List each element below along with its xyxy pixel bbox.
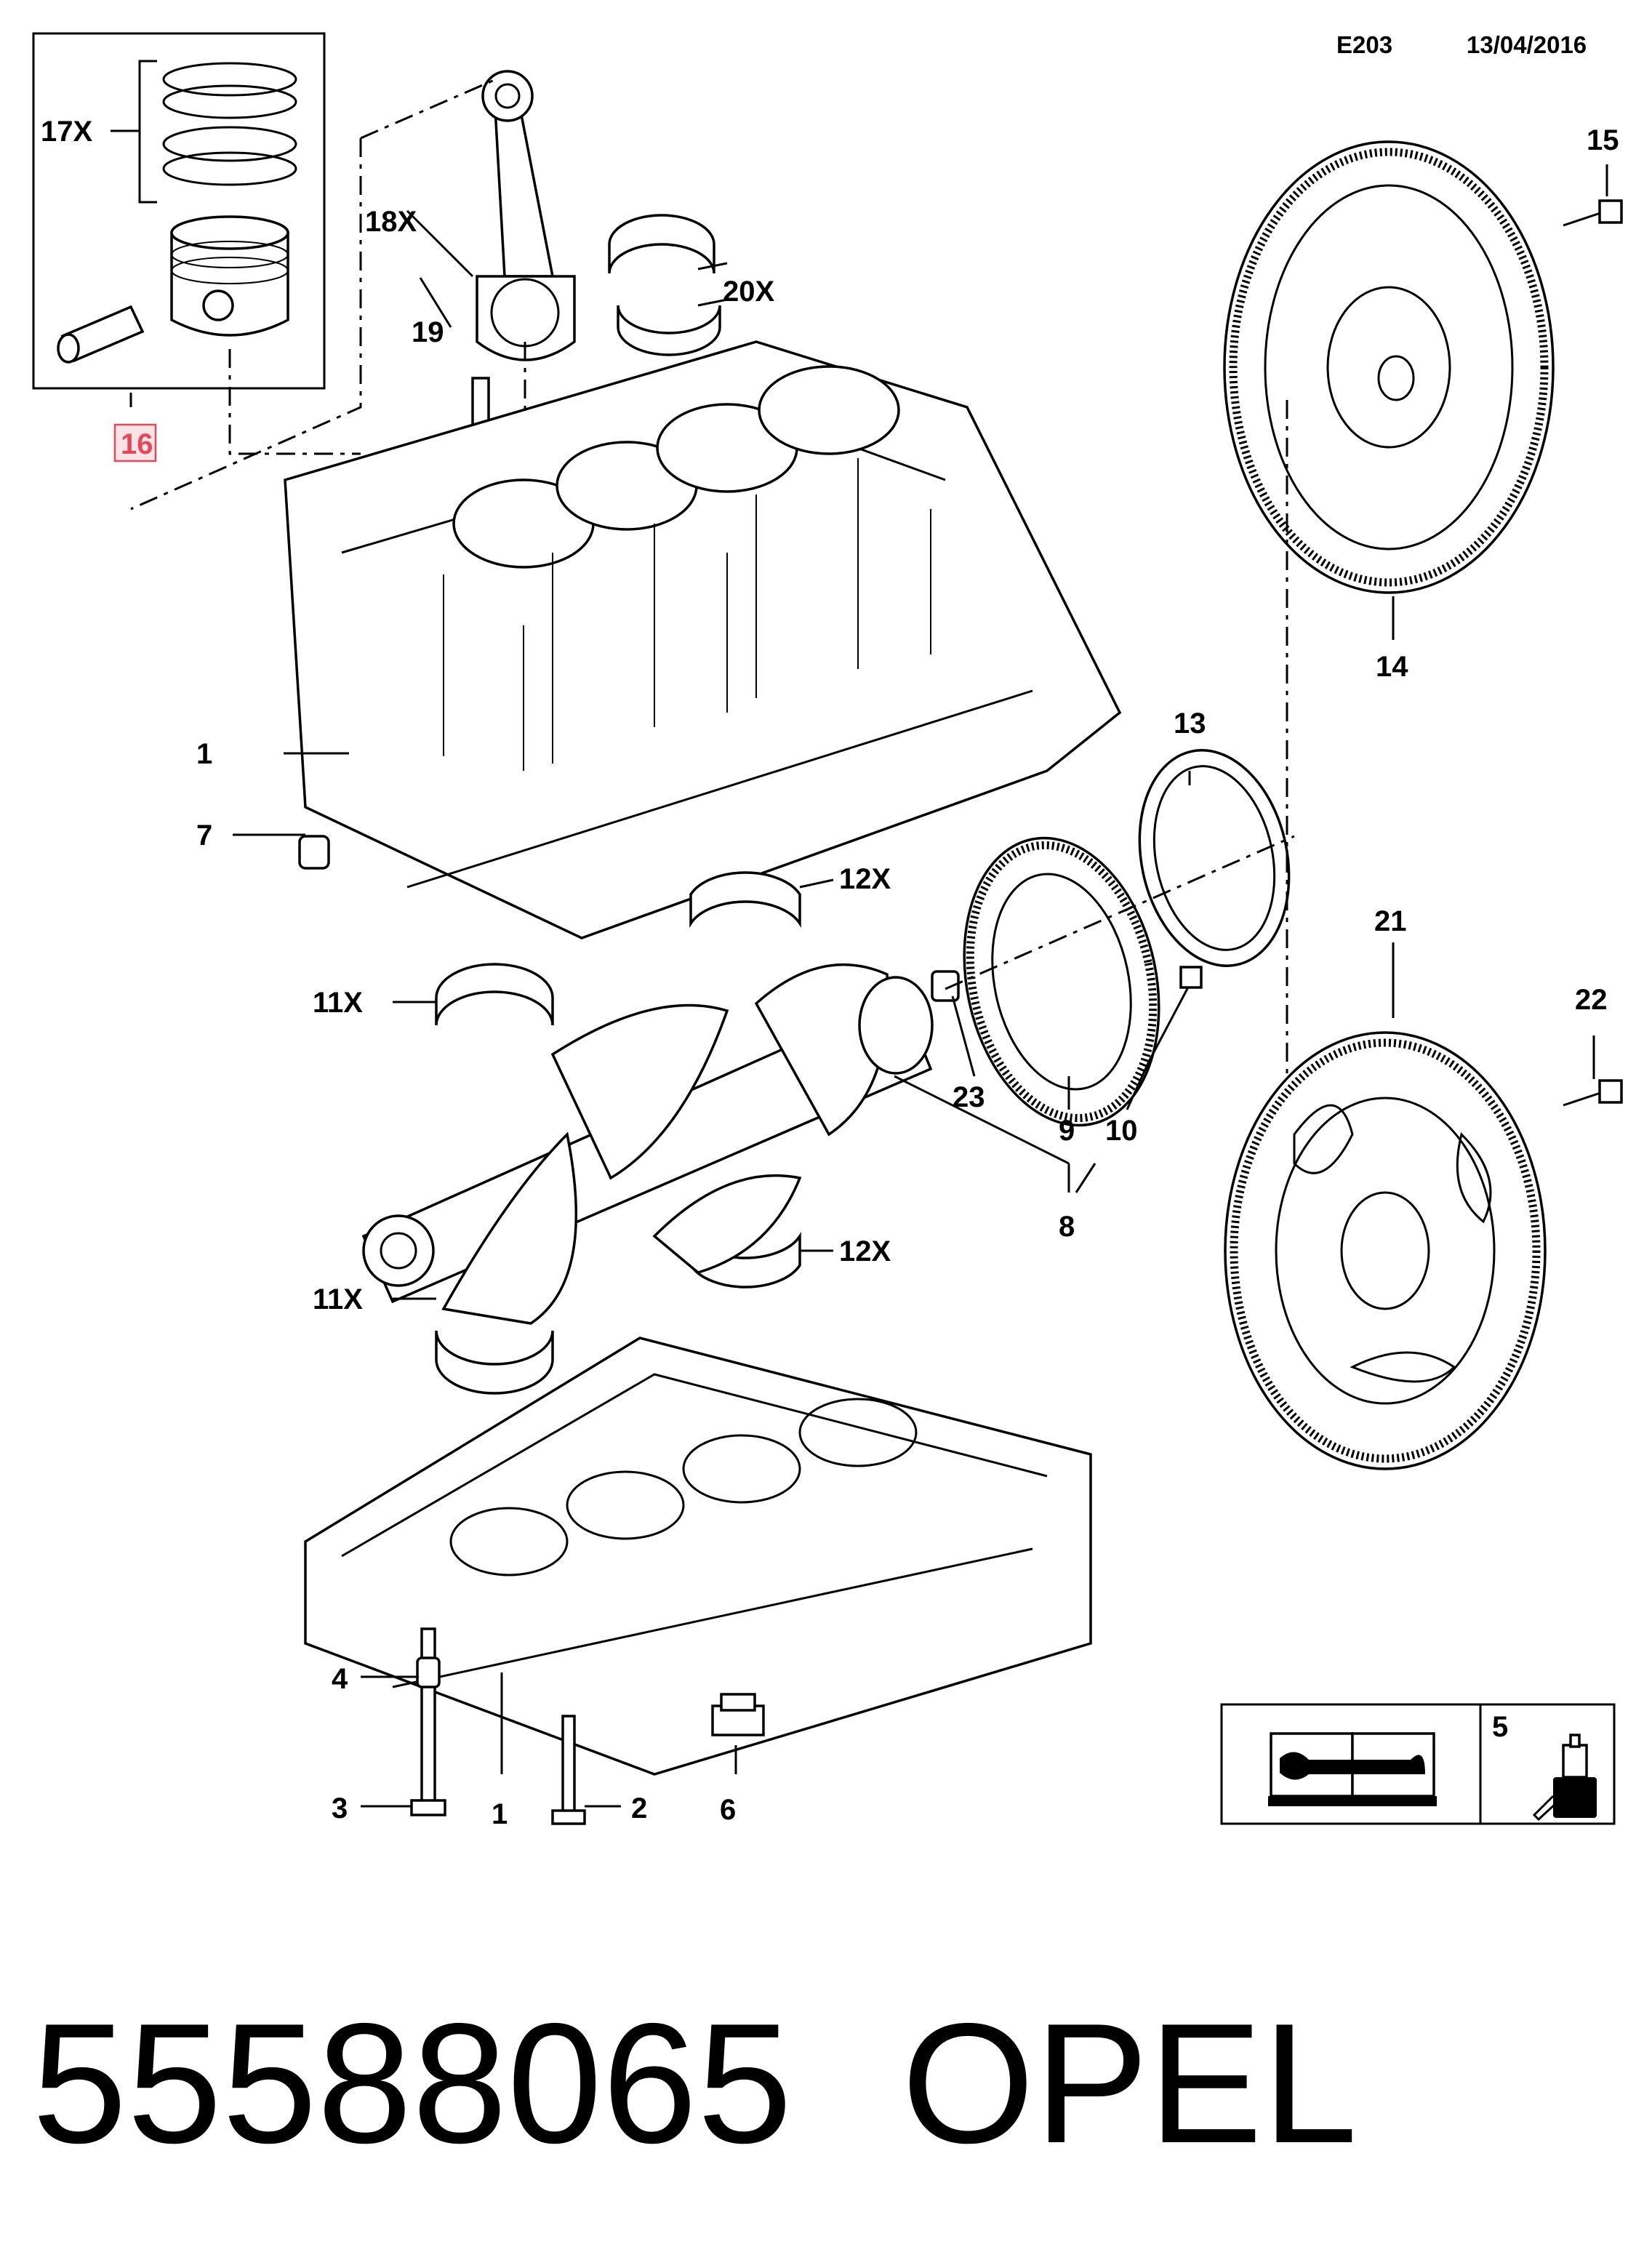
part-number: 55588065 <box>32 1987 793 2179</box>
callout-6: 6 <box>720 1794 736 1826</box>
main-bearing-shell-lower-2 <box>435 1330 554 1395</box>
leader-lines <box>129 164 1608 1808</box>
callout-18x: 18X <box>365 206 417 238</box>
callout-16-highlight: 16 <box>113 423 157 462</box>
callout-15: 15 <box>1587 124 1619 156</box>
callout-13: 13 <box>1174 708 1206 740</box>
callout-9: 9 <box>1059 1115 1075 1147</box>
callout-labels: 1 7 12X 11X 23 9 10 8 12X 11X 13 14 15 2… <box>41 116 1619 1830</box>
sealant-tube-icon <box>1532 1734 1597 1822</box>
callout-12x-lower: 12X <box>839 1235 891 1267</box>
piston-pin <box>57 305 145 364</box>
callout-7: 7 <box>196 820 212 851</box>
callout-3: 3 <box>332 1792 348 1824</box>
callout-2: 2 <box>631 1792 647 1824</box>
connecting-rod <box>476 70 576 560</box>
flywheel <box>1223 140 1555 594</box>
callout-4: 4 <box>332 1663 348 1695</box>
print-date: 13/04/2016 <box>1467 31 1587 58</box>
reluctor-ring <box>963 836 1160 1127</box>
piston-kit-inset <box>32 32 361 455</box>
callout-14: 14 <box>1376 651 1408 683</box>
callout-12x-upper: 12X <box>839 863 891 895</box>
conrod-bearing-shells <box>608 214 721 356</box>
flywheel-bolt <box>1563 199 1623 227</box>
dowel-sleeve <box>416 1656 441 1688</box>
callout-19: 19 <box>412 316 444 348</box>
callout-23: 23 <box>953 1081 985 1113</box>
callout-16: 16 <box>121 428 153 460</box>
callout-11x-lower: 11X <box>313 1283 363 1315</box>
crankshaft <box>361 963 934 1325</box>
callout-20x: 20X <box>723 276 774 308</box>
callout-10: 10 <box>1105 1115 1138 1147</box>
callout-1-bedplate: 1 <box>492 1798 508 1830</box>
piston <box>170 215 289 337</box>
drain-plug <box>711 1693 765 1736</box>
reluctor-screw <box>1147 966 1203 1062</box>
section-code: E203 <box>1336 31 1392 58</box>
pilot-bearing <box>931 970 960 1002</box>
block-plug <box>298 835 330 870</box>
bed-plate <box>304 1337 1092 1776</box>
callout-1: 1 <box>196 738 212 770</box>
flexplate <box>1224 1031 1547 1470</box>
callout-21: 21 <box>1374 905 1407 937</box>
piston-rings <box>162 62 297 186</box>
callout-22: 22 <box>1575 984 1608 1016</box>
cylinder-block <box>284 340 1122 939</box>
service-manual-book-wrench-icon <box>1268 1732 1437 1806</box>
legend-box: 5 <box>1220 1703 1616 1825</box>
callout-11x-upper: 11X <box>313 987 363 1019</box>
callout-5: 5 <box>1492 1711 1508 1743</box>
callout-8: 8 <box>1059 1211 1075 1243</box>
main-bearing-shell-upper-1 <box>689 871 801 928</box>
flexplate-bolt <box>1563 1079 1623 1107</box>
bedplate-bolt-short <box>551 1715 586 1825</box>
brand-name: OPEL <box>902 1987 1358 2179</box>
main-bearing-shell-lower-1 <box>435 963 554 1026</box>
callout-17x: 17X <box>41 116 92 148</box>
